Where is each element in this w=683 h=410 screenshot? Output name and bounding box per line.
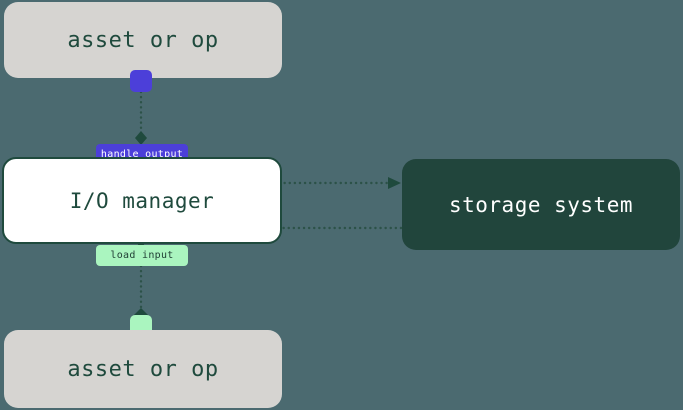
- node-io-manager[interactable]: I/O manager: [2, 157, 282, 244]
- edge-write-to-storage-arrowhead: [388, 177, 401, 189]
- node-label: asset or op: [67, 27, 219, 53]
- node-asset-or-op-bottom[interactable]: asset or op: [4, 330, 282, 408]
- edge-label-load-input[interactable]: load input: [96, 245, 188, 266]
- node-label: storage system: [448, 192, 633, 217]
- handle-output-port[interactable]: [130, 70, 152, 92]
- node-storage-system[interactable]: storage system: [402, 159, 680, 250]
- node-label: asset or op: [67, 356, 219, 382]
- edge-label-text: handle output: [100, 149, 184, 160]
- node-label: I/O manager: [69, 188, 215, 213]
- node-asset-or-op-top[interactable]: asset or op: [4, 2, 282, 78]
- edge-label-text: load input: [110, 250, 174, 261]
- edge-handle-output-arrowhead: [135, 131, 147, 145]
